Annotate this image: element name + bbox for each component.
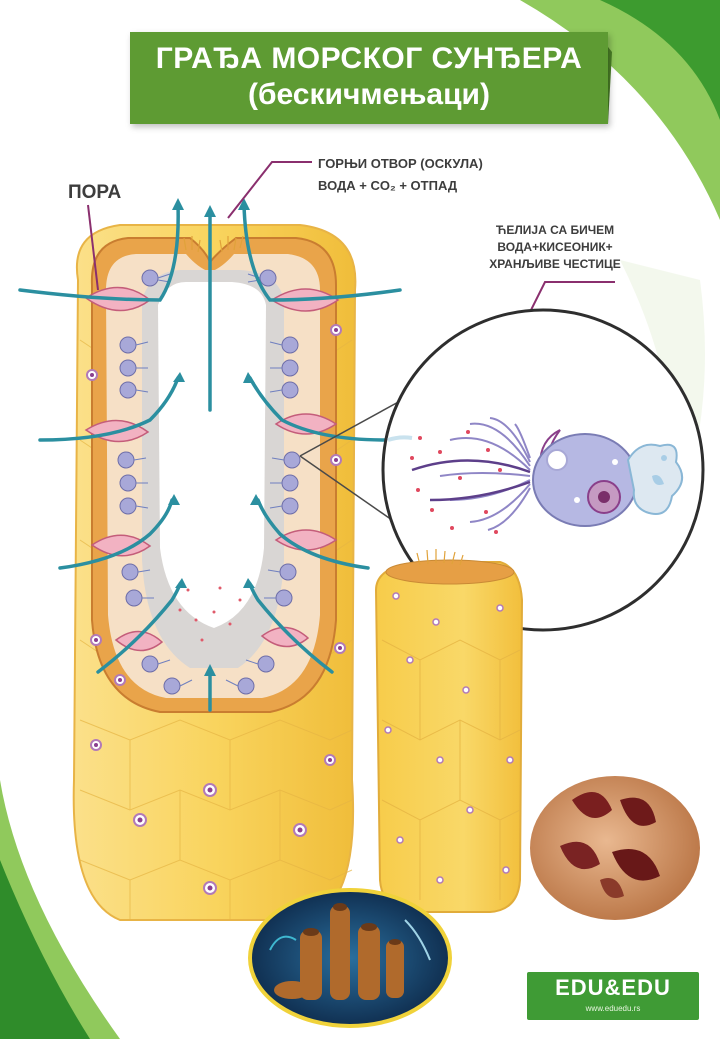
flagellated-cell-label-line1: ЋЕЛИЈА СА БИЧЕМ xyxy=(495,223,615,237)
flagellated-cell-label-line2: ВОДА+КИСЕОНИК+ xyxy=(497,240,613,254)
underwater-photo xyxy=(248,888,452,1028)
zoom-lines xyxy=(299,399,403,521)
eduedu-logo: EDU&EDU www.eduedu.rs xyxy=(527,972,699,1020)
magnified-collar-cell xyxy=(381,308,705,632)
logo-url: www.eduedu.rs xyxy=(585,1004,641,1013)
page-title: ГРАЂА МОРСКОГ СУНЂЕРА xyxy=(155,42,583,75)
flagellated-cell-label: ЋЕЛИЈА СА БИЧЕМ ВОДА+КИСЕОНИК+ ХРАНЉИВЕ … xyxy=(470,222,640,273)
page-subtitle: (бескичмењаци) xyxy=(248,78,490,111)
osculum-output-label: ВОДА + CO₂ + ОТПАД xyxy=(318,178,458,193)
whole-sponge-illustration xyxy=(374,549,524,913)
flagellated-cell-label-line3: ХРАНЉИВЕ ЧЕСТИЦЕ xyxy=(489,257,621,271)
title-banner: ГРАЂА МОРСКОГ СУНЂЕРА (бескичмењаци) xyxy=(130,32,608,124)
water-flow-arrows xyxy=(18,203,402,712)
pore-label: ПОРА xyxy=(68,182,122,203)
sponge-cross-section xyxy=(72,224,357,921)
real-sponge-photo xyxy=(530,776,700,920)
arrow-heads xyxy=(168,198,262,676)
osculum-label: ГОРЊИ ОТВОР (ОСКУЛА) xyxy=(318,156,483,171)
logo-text: EDU&EDU xyxy=(555,975,671,1000)
